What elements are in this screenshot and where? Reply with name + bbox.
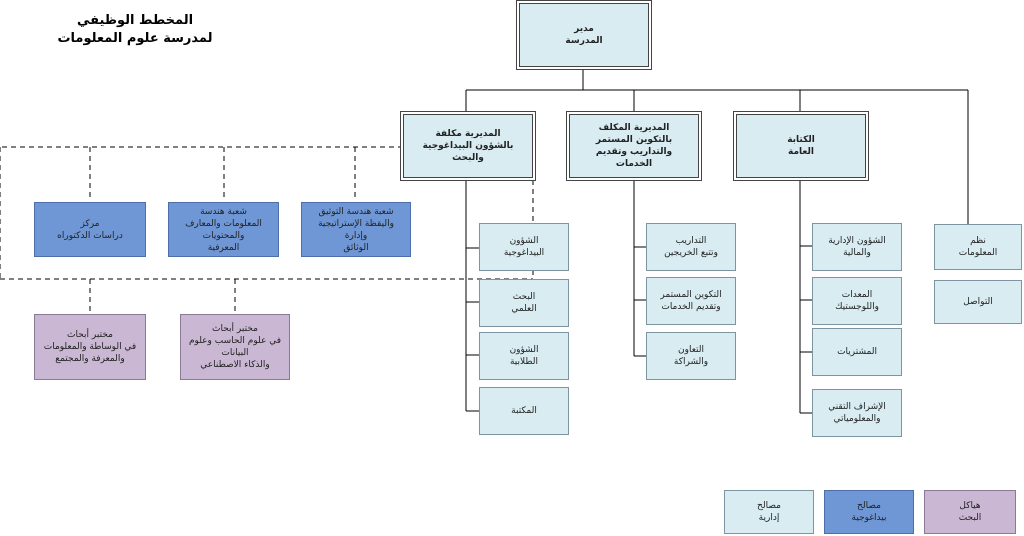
doctoral-center-box: مركز دراسات الدكتوراه [34, 202, 146, 257]
legend-pedagogic-label: مصالح بيداغوجية [851, 501, 887, 523]
department-box: شعبة هندسة التوثيق واليقظة الإستراتيجية … [301, 202, 411, 257]
service-label: التكوين المستمر وتقديم الخدمات [660, 290, 722, 312]
directorate-secretariat-label: الكتابة العامة [787, 135, 815, 157]
pedagogy-service-box: الشؤون الطلابية [479, 332, 569, 380]
service-label: البحث العلمي [511, 292, 537, 314]
direct-service-box: نظم المعلومات [934, 224, 1022, 270]
pedagogy-service-box: المكتبة [479, 387, 569, 435]
department-label: شعبة هندسة التوثيق واليقظة الإستراتيجية … [318, 206, 394, 253]
directorate-training: المديرية المكلف بالتكوين المستمر والتدار… [569, 114, 699, 178]
service-label: المعدات واللوجستيك [835, 290, 879, 312]
directorate-training-label: المديرية المكلف بالتكوين المستمر والتدار… [595, 123, 673, 169]
service-label: التعاون والشراكة [673, 345, 709, 367]
research-lab-box: مختبر أبحاث في علوم الحاسب وعلوم البيانا… [180, 314, 290, 380]
directorate-secretariat: الكتابة العامة [736, 114, 866, 178]
legend-admin-label: مصالح إدارية [757, 501, 781, 523]
chart-title: المخطط الوظيفي لمدرسة علوم المعلومات [40, 12, 230, 48]
training-service-box: التعاون والشراكة [646, 332, 736, 380]
pedagogy-service-box: البحث العلمي [479, 279, 569, 327]
secretariat-service-box: المشتريات [812, 328, 902, 376]
directorate-pedagogy: المديرية مكلفة بالشؤون البيداغوجية والبح… [403, 114, 533, 178]
secretariat-service-box: المعدات واللوجستيك [812, 277, 902, 325]
doctoral-center-label: مركز دراسات الدكتوراه [57, 218, 123, 241]
department-box: شعبة هندسة المعلومات والمعارف والمحتويات… [168, 202, 279, 257]
service-label: الشؤون الإدارية والمالية [828, 236, 886, 258]
research-lab-label: مختبر أبحاث في علوم الحاسب وعلوم البيانا… [188, 324, 282, 370]
director-label: مدير المدرسة [565, 24, 603, 46]
chart-title-line1: المخطط الوظيفي [76, 13, 194, 28]
department-label: شعبة هندسة المعلومات والمعارف والمحتويات… [185, 206, 262, 253]
direct-service-box: التواصل [934, 280, 1022, 324]
legend-research: هياكل البحث [924, 490, 1016, 534]
service-label: المشتريات [837, 347, 877, 357]
service-label: التداريب وتتبع الخريجين [664, 236, 718, 258]
legend-admin: مصالح إدارية [724, 490, 814, 534]
secretariat-service-box: الإشراف التقني والمعلومياتي [812, 389, 902, 437]
research-lab-label: مختبر أبحاث في الوساطة والمعلومات والمعر… [43, 330, 137, 364]
directorate-pedagogy-label: المديرية مكلفة بالشؤون البيداغوجية والبح… [422, 129, 514, 163]
research-lab-box: مختبر أبحاث في الوساطة والمعلومات والمعر… [34, 314, 146, 380]
chart-title-line2: لمدرسة علوم المعلومات [57, 31, 213, 46]
secretariat-service-box: الشؤون الإدارية والمالية [812, 223, 902, 271]
legend-research-label: هياكل البحث [958, 501, 982, 523]
director-box: مدير المدرسة [519, 3, 649, 67]
service-label: المكتبة [511, 406, 537, 416]
training-service-box: التكوين المستمر وتقديم الخدمات [646, 277, 736, 325]
service-label: الشؤون الطلابية [509, 345, 539, 367]
training-service-box: التداريب وتتبع الخريجين [646, 223, 736, 271]
service-label: الإشراف التقني والمعلومياتي [828, 402, 886, 424]
service-label: التواصل [963, 297, 993, 307]
pedagogy-service-box: الشؤون البيداغوجية [479, 223, 569, 271]
service-label: نظم المعلومات [958, 236, 998, 258]
legend-pedagogic: مصالح بيداغوجية [824, 490, 914, 534]
service-label: الشؤون البيداغوجية [503, 236, 545, 258]
